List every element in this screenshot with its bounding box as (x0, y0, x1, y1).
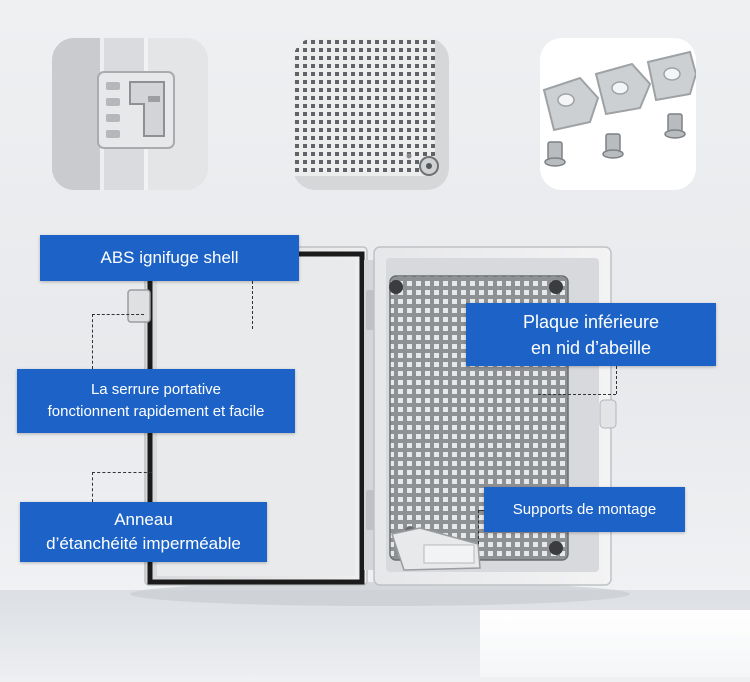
leader-abs-shell (252, 281, 253, 329)
label-serrure: La serrure portative fonctionnent rapide… (17, 369, 295, 433)
label-anneau-line2: d’étanchéité imperméable (46, 534, 241, 553)
label-plaque: Plaque inférieure en nid d’abeille (466, 303, 716, 366)
label-plaque-line2: en nid d’abeille (530, 337, 652, 358)
white-pedestal (480, 610, 750, 677)
leader-supports-v (478, 510, 479, 544)
label-serrure-line2: fonctionnent rapidement et facile (47, 403, 265, 420)
leader-plaque-h (538, 394, 616, 395)
leader-serrure-h (92, 314, 144, 315)
leader-plaque-v (616, 366, 617, 394)
honeycomb-plate-thumbnail (293, 38, 449, 190)
label-anneau-line1: Anneau (114, 510, 173, 529)
mounting-brackets-thumbnail (540, 38, 696, 190)
leader-anneau-v (92, 472, 93, 502)
label-supports-text: Supports de montage (512, 501, 657, 518)
leader-anneau-h (92, 472, 152, 473)
label-abs-shell-text: ABS ignifuge shell (100, 248, 239, 267)
label-supports: Supports de montage (484, 487, 685, 532)
latch-detail-thumbnail (52, 38, 208, 190)
leader-serrure-v (92, 314, 93, 369)
label-abs-shell: ABS ignifuge shell (40, 235, 299, 281)
label-plaque-line1: Plaque inférieure (522, 311, 660, 332)
label-anneau: Anneau d’étanchéité imperméable (20, 502, 267, 562)
leader-supports-h (478, 510, 484, 511)
label-serrure-line1: La serrure portative (90, 381, 222, 398)
